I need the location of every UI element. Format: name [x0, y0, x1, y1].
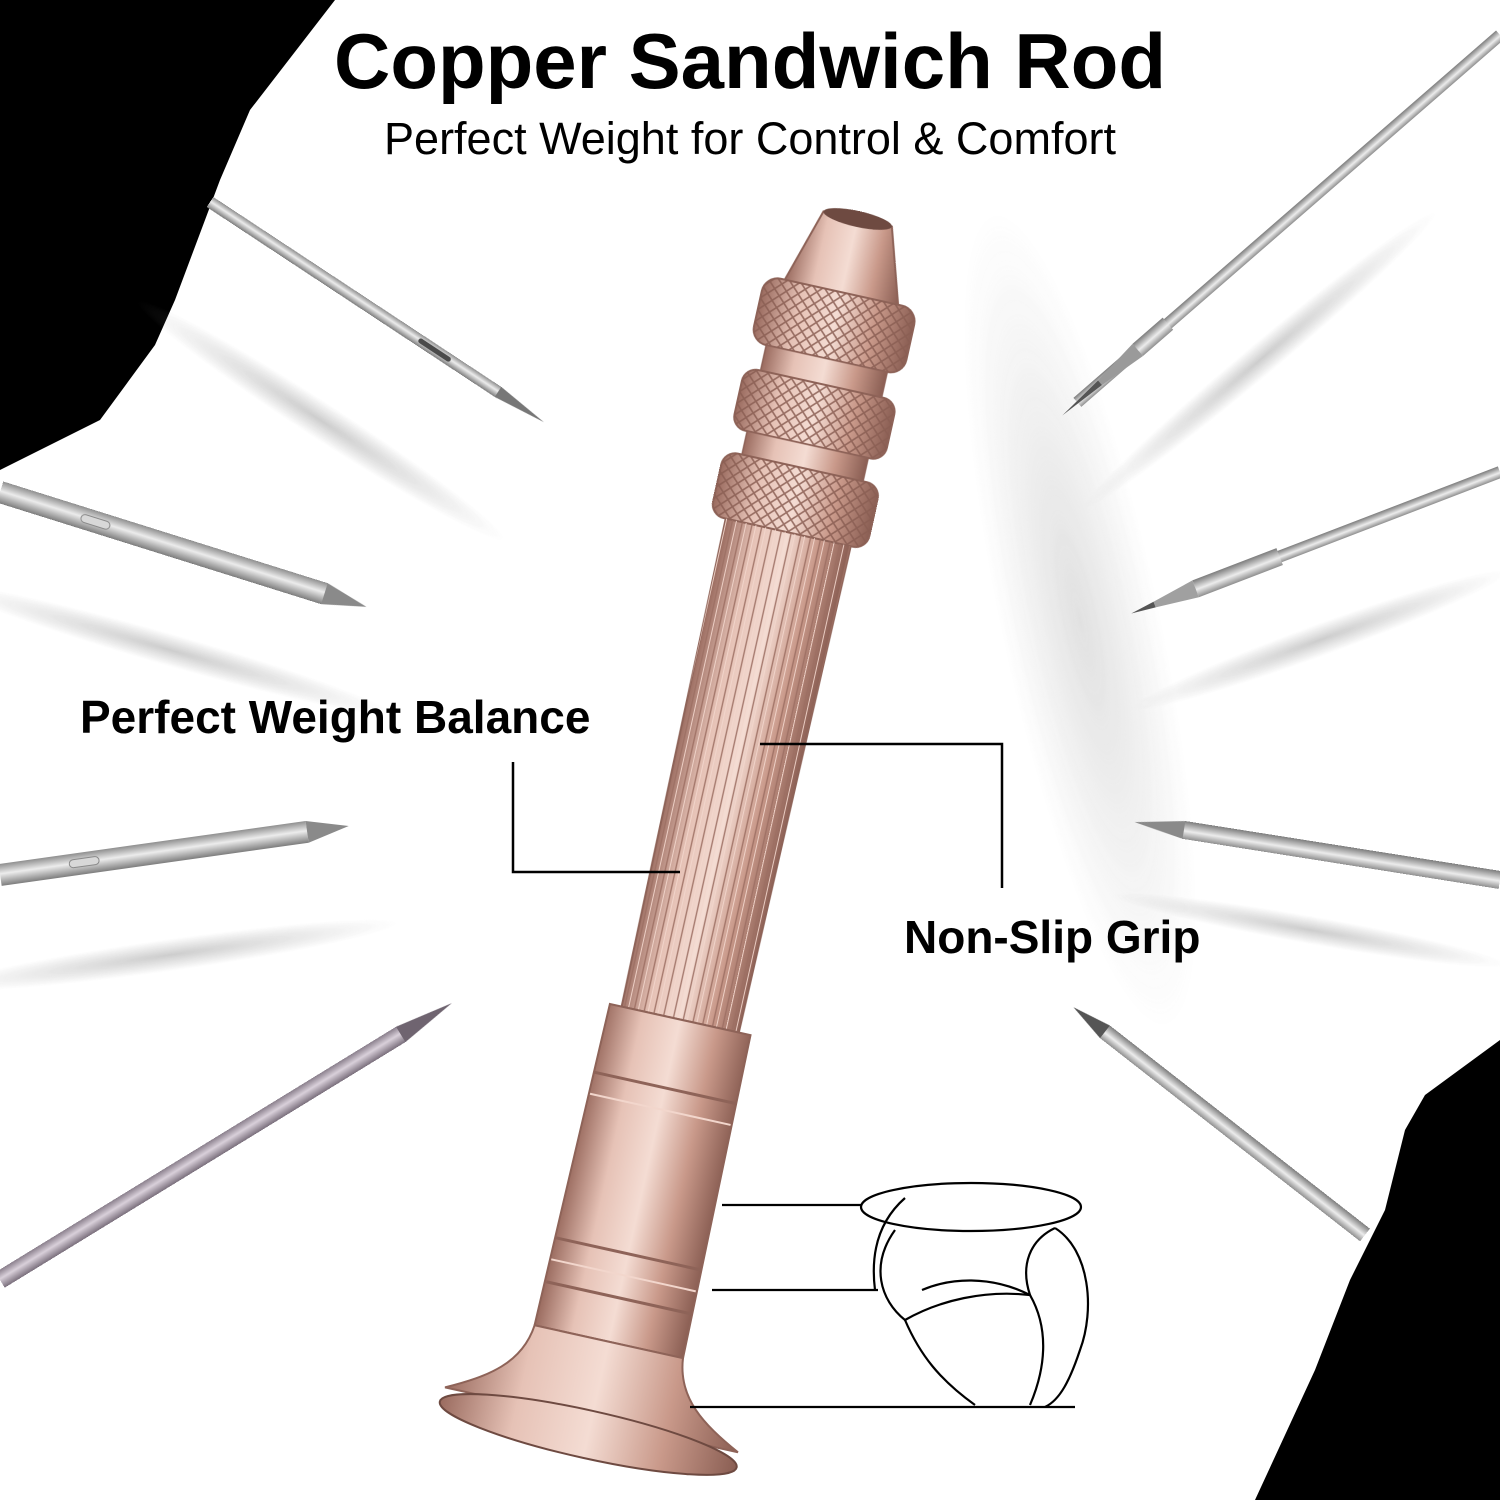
callout-line-grip: [760, 742, 1004, 888]
corner-shape-bottom-right: [1255, 1040, 1500, 1500]
page-title: Copper Sandwich Rod: [333, 17, 1167, 105]
needle-right-lower: [1134, 821, 1500, 889]
callout-line-weight-balance: [511, 762, 680, 874]
page-subtitle: Perfect Weight for Control & Comfort: [384, 113, 1116, 164]
copper-pin-vise: [438, 208, 916, 1476]
needle-left-upper: [0, 481, 367, 607]
callout-grip-label: Non-Slip Grip: [904, 911, 1201, 963]
needle-bottom-left: [0, 1003, 452, 1288]
needle-bottom-right: [1073, 1007, 1370, 1242]
needle-top-right: [1062, 30, 1500, 416]
finger-grip-diagram: [690, 1181, 1089, 1409]
needle-right-upper: [1131, 466, 1500, 614]
needle-top-left: [206, 196, 544, 423]
callout-weight-balance-label: Perfect Weight Balance: [80, 691, 591, 743]
corner-shape-top-left: [0, 0, 335, 470]
needle-left-lower: [0, 820, 349, 886]
